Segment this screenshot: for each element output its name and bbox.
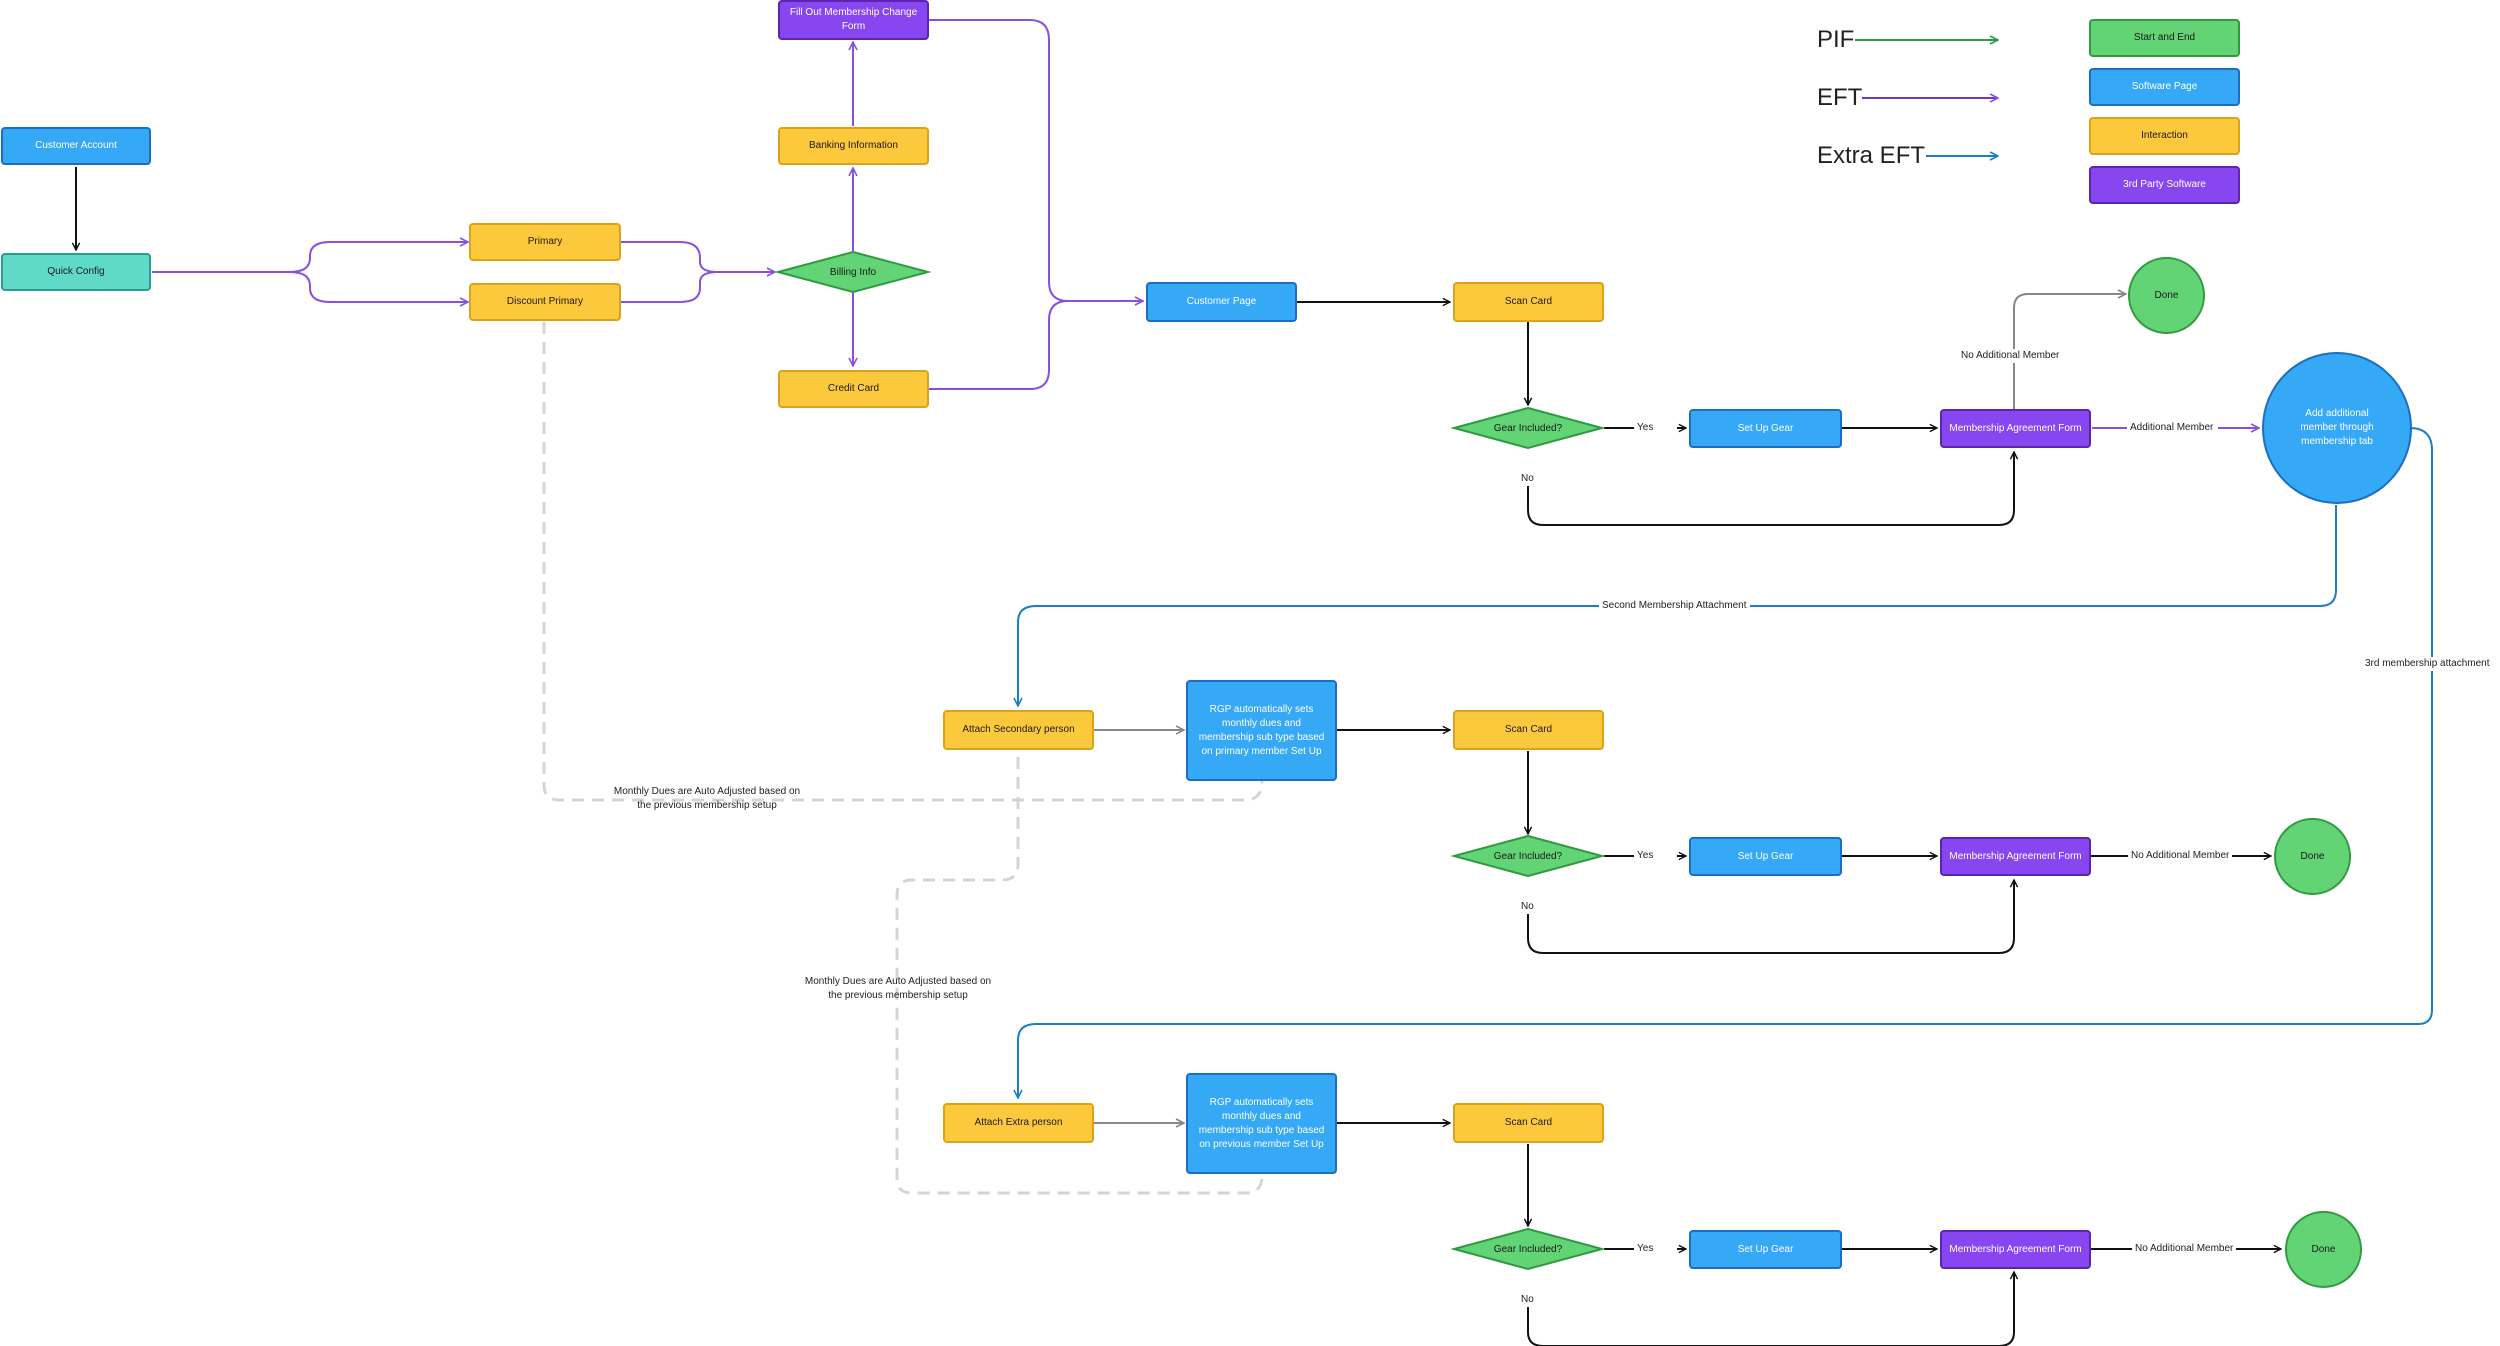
customer-page-node[interactable]: Customer Page — [1146, 282, 1297, 322]
legend-start-end: Start and End — [2089, 19, 2240, 57]
legend-software-page: Software Page — [2089, 68, 2240, 106]
scan-card-node-2[interactable]: Scan Card — [1453, 710, 1604, 750]
auto-adjusted-label-2: Monthly Dues are Auto Adjusted based on … — [804, 976, 992, 1001]
set-up-gear-node-3[interactable]: Set Up Gear — [1689, 1230, 1842, 1269]
billing-info-diamond — [774, 250, 932, 294]
rgp-auto-sets-node-1[interactable]: RGP automatically sets monthly dues and … — [1186, 680, 1337, 781]
no-label-1: No — [1518, 472, 1537, 486]
eft-connectors — [152, 19, 2259, 428]
diamond-shapes — [774, 250, 1606, 1271]
set-up-gear-node-2[interactable]: Set Up Gear — [1689, 837, 1842, 876]
scan-card-node-1[interactable]: Scan Card — [1453, 282, 1604, 322]
add-additional-member-node[interactable]: Add additional member through membership… — [2262, 352, 2412, 504]
gear-included-label-1: Gear Included? — [1493, 422, 1563, 434]
second-membership-attachment-label: Second Membership Attachment — [1599, 599, 1750, 613]
set-up-gear-node-1[interactable]: Set Up Gear — [1689, 409, 1842, 448]
third-membership-attachment-label: 3rd membership attachment — [2362, 657, 2493, 671]
gear-included-diamond-3 — [1450, 1227, 1606, 1271]
attach-extra-person-node[interactable]: Attach Extra person — [943, 1103, 1094, 1143]
dashed-connectors — [542, 322, 1264, 1195]
quick-config-node[interactable]: Quick Config — [1, 253, 151, 291]
attach-secondary-person-node[interactable]: Attach Secondary person — [943, 710, 1094, 750]
no-additional-member-label-2: No Additional Member — [2128, 849, 2233, 863]
customer-account-node[interactable]: Customer Account — [1, 127, 151, 165]
scan-card-node-3[interactable]: Scan Card — [1453, 1103, 1604, 1143]
grey-connectors — [1094, 294, 2126, 1123]
yes-label-3: Yes — [1634, 1242, 1657, 1256]
legend-third-party-software: 3rd Party Software — [2089, 166, 2240, 204]
rgp-auto-sets-node-2[interactable]: RGP automatically sets monthly dues and … — [1186, 1073, 1337, 1174]
no-additional-member-label-3: No Additional Member — [2132, 1242, 2237, 1256]
discount-primary-node[interactable]: Discount Primary — [469, 283, 621, 321]
gear-included-label-2: Gear Included? — [1493, 850, 1563, 862]
no-additional-member-label-1: No Additional Member — [1958, 349, 2063, 363]
fill-out-form-node[interactable]: Fill Out Membership Change Form — [778, 0, 929, 40]
black-connectors — [76, 167, 2281, 1346]
additional-member-label: Additional Member — [2127, 421, 2217, 435]
done-node-3[interactable]: Done — [2285, 1211, 2362, 1288]
no-label-2: No — [1518, 900, 1537, 914]
primary-node[interactable]: Primary — [469, 223, 621, 261]
auto-adjusted-label-1: Monthly Dues are Auto Adjusted based on … — [613, 786, 801, 811]
legend-interaction: Interaction — [2089, 117, 2240, 155]
credit-card-node[interactable]: Credit Card — [778, 370, 929, 408]
gear-included-diamond-1 — [1450, 406, 1606, 450]
yes-label-1: Yes — [1634, 421, 1657, 435]
legend-pif-label: PIF — [1817, 26, 1855, 53]
done-node-1[interactable]: Done — [2128, 257, 2205, 334]
legend-eft-label: EFT — [1817, 84, 1863, 111]
gear-included-diamond-2 — [1450, 834, 1606, 878]
membership-agreement-form-node-2[interactable]: Membership Agreement Form — [1940, 837, 2091, 876]
legend-extra-eft-label: Extra EFT — [1817, 142, 1926, 169]
membership-agreement-form-node-3[interactable]: Membership Agreement Form — [1940, 1230, 2091, 1269]
membership-agreement-form-node-1[interactable]: Membership Agreement Form — [1940, 409, 2091, 448]
banking-information-node[interactable]: Banking Information — [778, 127, 929, 165]
legend-arrows — [1855, 40, 1998, 156]
yes-label-2: Yes — [1634, 849, 1657, 863]
billing-info-label: Billing Info — [829, 266, 877, 278]
done-node-2[interactable]: Done — [2274, 818, 2351, 895]
gear-included-label-3: Gear Included? — [1493, 1243, 1563, 1255]
no-label-3: No — [1518, 1293, 1537, 1307]
